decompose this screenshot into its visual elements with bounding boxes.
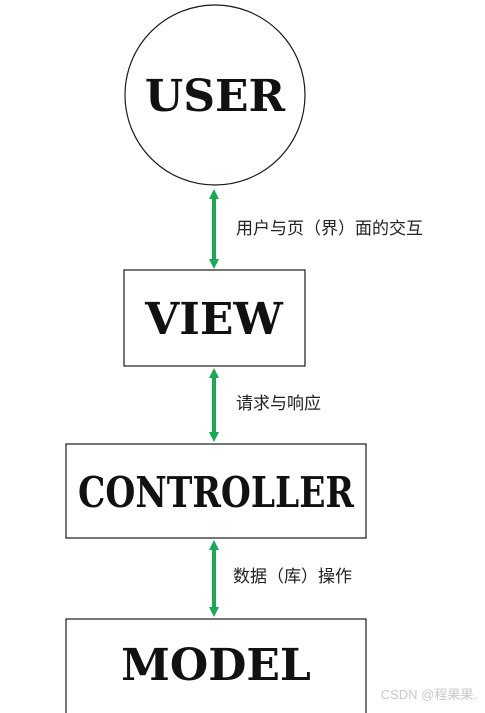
view-controller-label: 请求与响应 — [236, 394, 321, 414]
view-node — [123, 269, 306, 367]
model-node — [65, 618, 367, 713]
user-label: USER — [145, 71, 286, 122]
watermark-text: CSDN @程果果. — [380, 687, 477, 702]
controller-label: CONTROLLER — [78, 468, 355, 517]
controller-model-label: 数据（库）操作 — [233, 567, 352, 587]
model-label: MODEL — [121, 640, 311, 691]
user-view-label: 用户与页（界）面的交互 — [236, 219, 423, 239]
controller-node — [65, 443, 367, 539]
user-node — [124, 4, 306, 186]
view-label: VIEW — [144, 294, 283, 345]
